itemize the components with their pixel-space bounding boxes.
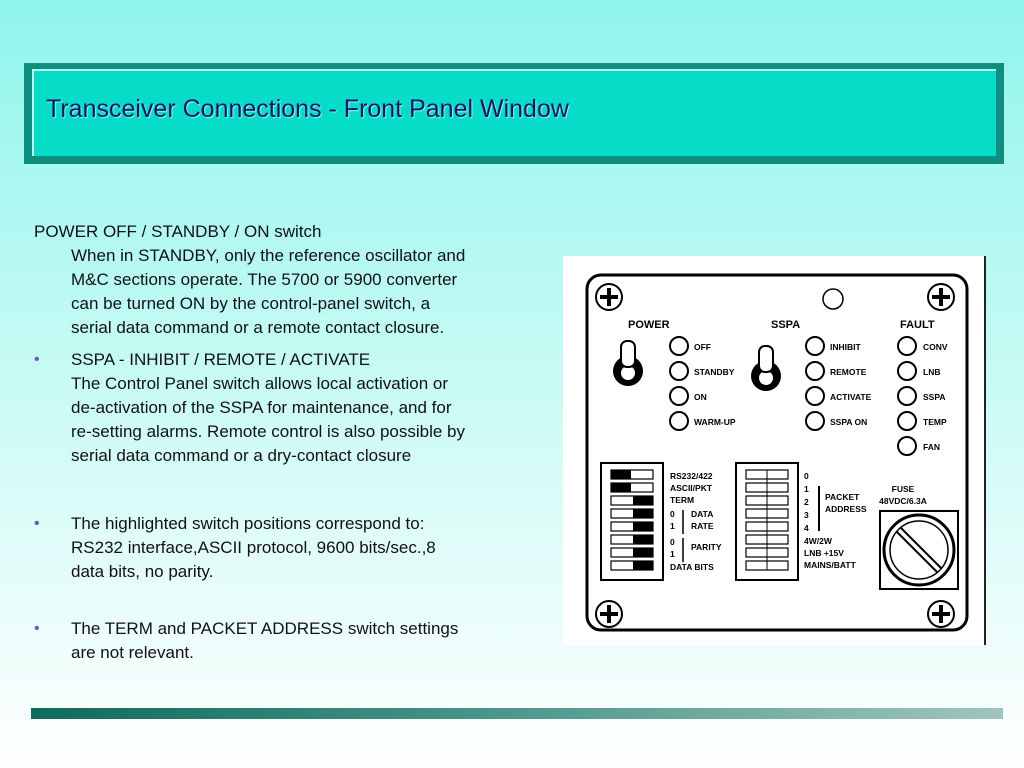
fault-led-conv: CONV: [897, 336, 948, 356]
dip-label: MAINS/BATT: [804, 560, 857, 570]
led-label: ON: [694, 392, 707, 402]
highlight-line: The highlighted switch positions corresp…: [71, 514, 425, 533]
sspa-line: serial data command or a dry-contact clo…: [71, 446, 412, 465]
dip-label: 0: [670, 509, 675, 519]
fault-led-sspa: SSPA: [897, 386, 946, 406]
body-text: POWER OFF / STANDBY / ON switch When in …: [34, 220, 544, 665]
front-panel-image: POWER SSPA FAULT OFF STANDBY ON WARM-UP …: [563, 256, 986, 645]
dip-label: 1: [804, 484, 809, 494]
dip-label: 1: [670, 521, 675, 531]
bullet-icon: •: [34, 351, 40, 368]
term-line: are not relevant.: [71, 643, 194, 662]
led-label: INHIBIT: [830, 342, 862, 352]
footer-bar: [31, 708, 1003, 719]
fuse-label: FUSE: [892, 484, 915, 494]
indicator-lamp: [822, 288, 844, 310]
dip-label: TERM: [670, 495, 694, 505]
led-label: REMOTE: [830, 367, 867, 377]
config-dip-labels: RS232/422 ASCII/PKT TERM 0 DATA 1 RATE 0…: [670, 471, 722, 572]
sspa-line: re-setting alarms. Remote control is als…: [71, 422, 465, 441]
title-panel: Transceiver Connections - Front Panel Wi…: [32, 69, 996, 156]
highlight-line: data bits, no parity.: [71, 562, 214, 581]
sspa-line: de-activation of the SSPA for maintenanc…: [71, 398, 452, 417]
led-label: TEMP: [923, 417, 947, 427]
dip-label: 0: [804, 471, 809, 481]
address-dip-switch-bank[interactable]: [735, 462, 799, 581]
slide-title: Transceiver Connections - Front Panel Wi…: [46, 95, 569, 123]
power-heading: POWER OFF / STANDBY / ON switch: [34, 222, 322, 241]
dip-label: DATA BITS: [670, 562, 714, 572]
led-label: ACTIVATE: [830, 392, 872, 402]
led-label: OFF: [694, 342, 711, 352]
dip-label: DATA: [691, 509, 713, 519]
led-label: CONV: [923, 342, 948, 352]
dip-label: ADDRESS: [825, 504, 867, 514]
led-label: STANDBY: [694, 367, 735, 377]
power-line: serial data command or a remote contact …: [71, 318, 445, 337]
power-led-off: OFF: [669, 336, 711, 356]
sspa-line: The Control Panel switch allows local ac…: [71, 374, 449, 393]
fuse-holder[interactable]: [879, 510, 959, 590]
dip-label: 0: [670, 537, 675, 547]
fault-led-lnb: LNB: [897, 361, 940, 381]
led-label: WARM-UP: [694, 417, 736, 427]
power-toggle-switch[interactable]: [613, 340, 643, 386]
power-line: M&C sections operate. The 5700 or 5900 c…: [71, 270, 458, 289]
dip-label: PACKET: [825, 492, 860, 502]
sspa-line: SSPA - INHIBIT / REMOTE / ACTIVATE: [71, 350, 371, 369]
dip-label: PARITY: [691, 542, 722, 552]
fault-led-fan: FAN: [897, 436, 940, 456]
dip-label: RATE: [691, 521, 714, 531]
sspa-led-sspa-on: SSPA ON: [805, 411, 867, 431]
sspa-toggle-switch[interactable]: [751, 345, 781, 391]
led-label: LNB: [923, 367, 940, 377]
bullet-icon: •: [34, 620, 40, 637]
led-label: SSPA ON: [830, 417, 867, 427]
screw-icon: [595, 600, 623, 628]
bullet-icon: •: [34, 515, 40, 532]
power-line: can be turned ON by the control-panel sw…: [71, 294, 431, 313]
sspa-led-activate: ACTIVATE: [805, 386, 872, 406]
dip-label: LNB +15V: [804, 548, 844, 558]
dip-label: 1: [670, 549, 675, 559]
power-led-on: ON: [669, 386, 707, 406]
power-section: POWER OFF / STANDBY / ON switch When in …: [34, 220, 544, 340]
highlight-bullet: • The highlighted switch positions corre…: [34, 512, 544, 584]
power-label: POWER: [628, 319, 670, 331]
screw-icon: [595, 283, 623, 311]
config-dip-switch-bank[interactable]: [600, 462, 664, 581]
screw-icon: [927, 600, 955, 628]
highlight-line: RS232 interface,ASCII protocol, 9600 bit…: [71, 538, 436, 557]
led-label: FAN: [923, 442, 940, 452]
term-bullet: • The TERM and PACKET ADDRESS switch set…: [34, 617, 544, 665]
term-line: The TERM and PACKET ADDRESS switch setti…: [71, 619, 459, 638]
fuse-rating: 48VDC/6.3A: [879, 496, 927, 506]
dip-label: 4: [804, 523, 809, 533]
dip-label: ASCII/PKT: [670, 483, 713, 493]
fault-label: FAULT: [900, 319, 935, 331]
fault-led-temp: TEMP: [897, 411, 947, 431]
led-label: SSPA: [923, 392, 946, 402]
dip-label: RS232/422: [670, 471, 713, 481]
power-led-standby: STANDBY: [669, 361, 735, 381]
sspa-led-inhibit: INHIBIT: [805, 336, 862, 356]
title-bar: Transceiver Connections - Front Panel Wi…: [24, 63, 1004, 164]
sspa-label: SSPA: [771, 319, 800, 331]
address-dip-labels: 0 1 2 3 4 PACKET ADDRESS 4W/2W LNB +15V …: [804, 471, 867, 570]
sspa-led-remote: REMOTE: [805, 361, 867, 381]
screw-icon: [927, 283, 955, 311]
dip-label: 4W/2W: [804, 536, 833, 546]
sspa-bullet: • SSPA - INHIBIT / REMOTE / ACTIVATE The…: [34, 348, 544, 468]
dip-label: 2: [804, 497, 809, 507]
power-led-warm-up: WARM-UP: [669, 411, 736, 431]
front-panel-diagram: POWER SSPA FAULT OFF STANDBY ON WARM-UP …: [585, 273, 969, 632]
power-line: When in STANDBY, only the reference osci…: [71, 246, 466, 265]
dip-label: 3: [804, 510, 809, 520]
